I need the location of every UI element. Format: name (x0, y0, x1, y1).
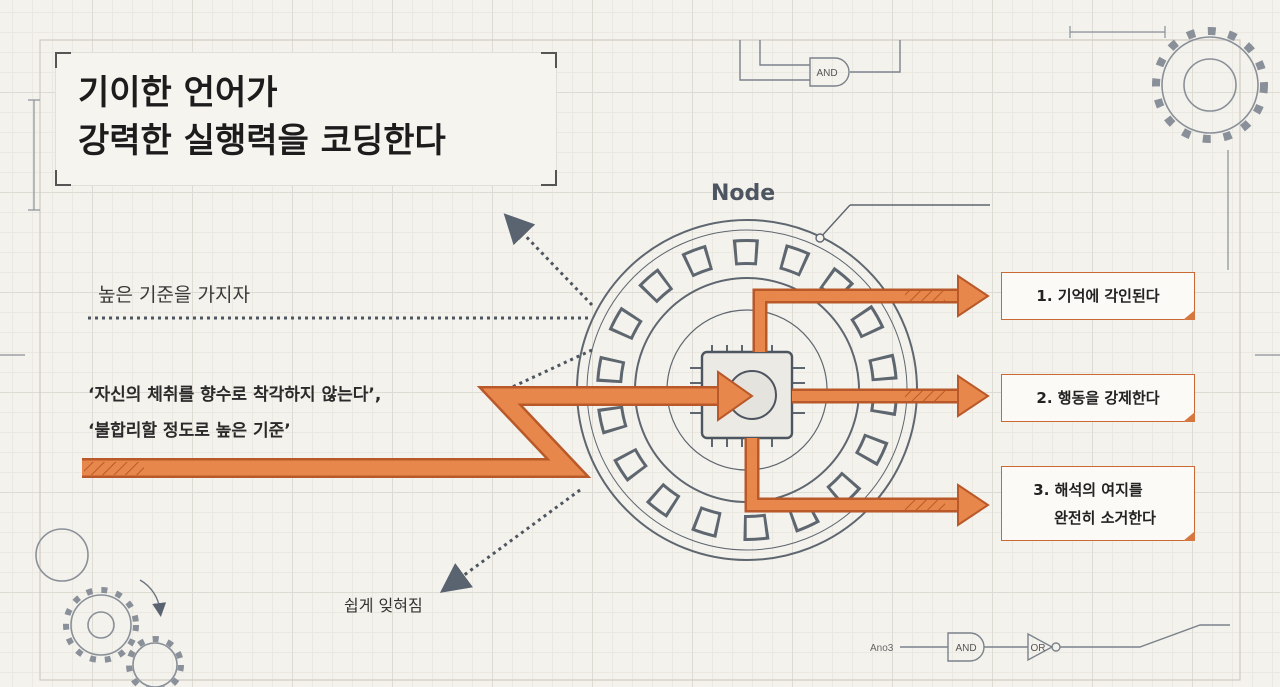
high-standard-label: 높은 기준을 가지자 (98, 284, 250, 306)
arrow-up-left-dotted (503, 213, 594, 307)
title-line-1: 기이한 언어가 (78, 73, 278, 113)
gate-top-label: AND (816, 68, 837, 79)
output-hatch-2 (905, 391, 945, 401)
output-box-3: 3. 해석의 여지를 완전히 소거한다 (1001, 466, 1195, 541)
output-box-2: 2. 행동을 강제한다 (1001, 374, 1195, 422)
gear-teeth-bottom-left (63, 587, 184, 687)
title-corner (55, 170, 71, 186)
page-title: 기이한 언어가 강력한 실행력을 코딩한다 (78, 69, 446, 165)
output-1-text: 1. 기억에 각인된다 (1036, 287, 1160, 305)
top-logic-gate (739, 40, 901, 87)
gear-icon (1161, 36, 1259, 134)
output-box-1: 1. 기억에 각인된다 (1001, 272, 1195, 320)
bottom-logic-gates (900, 624, 1230, 662)
title-corner (541, 52, 557, 68)
central-gear-teeth-inner (599, 242, 895, 538)
output-3-text-line-2: 완전히 소거한다 (1054, 509, 1156, 527)
page-frame (39, 39, 1241, 681)
node-callout-line (819, 204, 851, 239)
box-corner-tick (1183, 531, 1195, 541)
gate-bottom-and-label: AND (955, 643, 976, 654)
output-paths (744, 288, 965, 513)
output-arrowheads (957, 274, 990, 527)
node-label: Node (711, 181, 776, 206)
input-path (82, 388, 728, 476)
box-corner-tick (1183, 412, 1195, 422)
output-hatch-3 (905, 500, 945, 510)
box-corner-tick (1183, 310, 1195, 320)
node-callout-dot (815, 233, 825, 243)
dimension-marks (0, 26, 1280, 356)
gear-teeth-top-right (1152, 27, 1268, 143)
forgotten-label: 쉽게 잊혀짐 (344, 596, 423, 615)
output-hatch-1 (905, 291, 945, 301)
arrow-forgotten-dotted (439, 488, 581, 593)
quote-line-1: ‘자신의 체취를 향수로 착각하지 않는다’, (88, 385, 382, 405)
output-3-text-line-1: 3. 해석의 여지를 (1033, 481, 1143, 499)
title-corner (55, 52, 71, 68)
rotate-arrow-icon (139, 579, 167, 617)
input-path-hatch (84, 462, 144, 475)
output-2-text: 2. 행동을 강제한다 (1036, 389, 1160, 407)
gear-icon-bottom-left (35, 528, 178, 687)
title-line-2: 강력한 실행력을 코딩한다 (78, 121, 446, 161)
ano-label: Ano3 (870, 643, 894, 654)
input-arrowhead (717, 370, 754, 422)
quote-line-2: ‘불합리할 정도로 높은 기준’ (88, 421, 291, 441)
title-corner (541, 170, 557, 186)
title-box: 기이한 언어가 강력한 실행력을 코딩한다 (55, 52, 557, 186)
gate-bottom-or-label: OR (1031, 643, 1046, 654)
